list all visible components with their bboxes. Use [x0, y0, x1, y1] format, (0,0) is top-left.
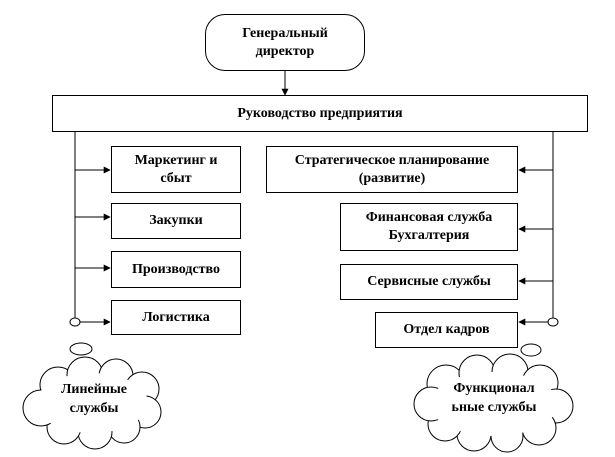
- service-units-box: Сервисные службы: [340, 264, 518, 300]
- left-bubble-small: [69, 317, 81, 327]
- right-cloud-shape: [413, 353, 574, 453]
- enterprise-management-box: Руководство предприятия: [52, 95, 588, 132]
- production-box: Производство: [111, 251, 241, 288]
- purchasing-box: Закупки: [111, 203, 241, 239]
- general-director-box: Генеральный директор: [205, 14, 365, 71]
- functional-units-label: Функционал ьные службы: [451, 381, 537, 415]
- hr-department-box: Отдел кадров: [375, 312, 518, 348]
- logistics-box: Логистика: [111, 300, 241, 335]
- right-bubble-small: [547, 317, 559, 327]
- finance-accounting-box: Финансовая служба Бухгалтерия: [340, 203, 518, 251]
- line-units-label: Линейные службы: [60, 382, 128, 416]
- strategic-planning-box: Стратегическое планирование (развитие): [266, 146, 518, 193]
- left-bubble-medium: [69, 342, 93, 356]
- right-bubble-medium: [520, 343, 542, 357]
- left-cloud-shape: [22, 356, 162, 450]
- marketing-box: Маркетинг и сбыт: [111, 146, 241, 193]
